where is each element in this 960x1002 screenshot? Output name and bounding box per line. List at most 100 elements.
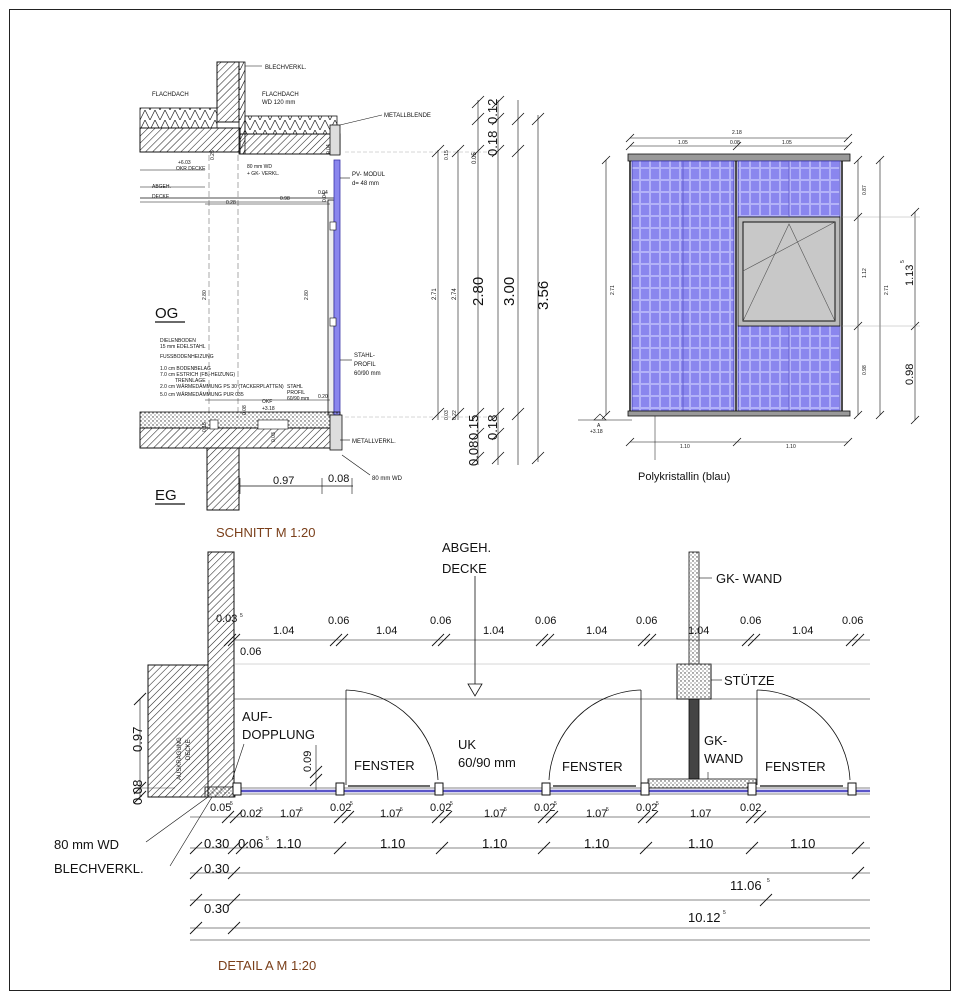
- plan-top-dim-5: 1.04: [483, 625, 504, 637]
- label-blechverkl: BLECHVERKL.: [265, 65, 307, 71]
- row2-6: 1.10: [688, 836, 713, 851]
- elev-r098: 0.98: [862, 365, 868, 375]
- label-stahl-2: PROFIL: [354, 362, 376, 368]
- vdim-280: 2.80: [470, 277, 487, 306]
- plan-top-dim-11: 1.04: [792, 625, 813, 637]
- elev-outer-113-sup: 5: [900, 260, 906, 263]
- plan-top-dim-4: 0.06: [535, 615, 556, 627]
- plan-abgeh-1: ABGEH.: [442, 540, 491, 555]
- row1-0: 0.05: [210, 802, 231, 814]
- label-okf-level: +3.18: [262, 406, 275, 412]
- elev-outer-098: 0.98: [904, 364, 916, 385]
- label-abgeh-2: DECKE: [152, 194, 170, 200]
- label-wd120: WD 120 mm: [262, 100, 295, 106]
- row2-7: 1.10: [790, 836, 815, 851]
- elev-r271: 2.71: [884, 285, 890, 295]
- label-okr-decke: OKR DECKE: [176, 166, 206, 172]
- row1-11: 0.02: [740, 802, 761, 814]
- row1-7-sup: 5: [554, 801, 557, 807]
- plan-top-dim-3: 1.04: [376, 625, 397, 637]
- plan-gk2-1: GK-: [704, 733, 727, 748]
- plan-dim-0035-sup: 5: [240, 613, 243, 619]
- label-gk-verkl: + GK- VERKL.: [247, 171, 279, 177]
- sdim-015: 0.15: [202, 422, 208, 432]
- elev-caption: Polykristallin (blau): [638, 471, 730, 483]
- label-metallblende: METALLBLENDE: [384, 113, 431, 119]
- sdim-028: 0.28: [226, 200, 236, 206]
- vdim-015: 0.15: [466, 415, 481, 440]
- vdim-356: 3.56: [535, 281, 552, 310]
- vdim-018b: 0.18: [485, 415, 500, 440]
- row1-8: 1.07: [586, 808, 607, 820]
- row3-total: 11.06: [730, 878, 762, 893]
- row1-5-sup: 5: [450, 801, 453, 807]
- plan-top-dim-6: 0.06: [636, 615, 657, 627]
- elev-left-271: 2.71: [610, 285, 616, 295]
- elev-r112: 1.12: [862, 268, 868, 278]
- plan-top-dim-9: 1.04: [688, 625, 709, 637]
- vdim-271: 2.71: [432, 288, 438, 300]
- row1-9: 0.02: [636, 802, 657, 814]
- row2-2: 1.10: [276, 836, 301, 851]
- sdim-280a: 2.80: [202, 290, 208, 300]
- dim-097: 0.97: [273, 475, 294, 487]
- plan-labels: ABGEH. DECKE GK- WAND STÜTZE AUF- DOPPLU…: [54, 540, 863, 973]
- plan-gk2-2: WAND: [704, 751, 743, 766]
- sdim-015b: 0.15: [444, 150, 450, 160]
- plan-drawing: [133, 551, 870, 941]
- plan-dim-row-2: 0.30 0.06 5 1.10 1.10 1.10 1.10 1.10 1.1…: [204, 836, 815, 851]
- label-metallverkl: METALLVERKL.: [352, 439, 396, 445]
- row4-a: 0.30: [204, 901, 229, 916]
- sdim-003b: 0.03: [271, 432, 277, 442]
- plan-abgeh-2: DECKE: [442, 561, 487, 576]
- row4-total: 10.12: [688, 910, 721, 925]
- label-wd80: 80 mm WD: [247, 164, 272, 170]
- plan-top-dim-8: 0.06: [740, 615, 761, 627]
- dim-008: 0.08: [328, 473, 349, 485]
- row2-1-sup: 5: [266, 836, 269, 842]
- plan-auf-2: DOPPLUNG: [242, 727, 315, 742]
- sdim-020: 0.20: [318, 394, 328, 400]
- row2-3: 1.10: [380, 836, 405, 851]
- plan-fenster-2: FENSTER: [562, 759, 623, 774]
- plan-stuetze: STÜTZE: [724, 673, 775, 688]
- sdim-025: 0.25: [210, 150, 216, 160]
- floor-build-2: FUSSBODENHEIZUNG: [160, 354, 214, 360]
- row1-2: 1.07: [280, 808, 301, 820]
- elev-bottom-right: 1.10: [786, 444, 796, 450]
- sdim-098: 0.98: [280, 196, 290, 202]
- plan-top-dim-7: 1.04: [586, 625, 607, 637]
- elev-top-right: 1.05: [782, 140, 792, 146]
- floor-build-6: 2.0 cm WÄRMEDÄMMUNG PS 30 (TACKERPLATTEN…: [160, 383, 284, 390]
- vdim-008: 0.08: [466, 441, 481, 466]
- vdim-004: 0.04: [322, 192, 328, 202]
- row3-a: 0.30: [204, 861, 229, 876]
- floor-build-1: 15 mm EDELSTAHL: [160, 344, 206, 350]
- row1-7: 0.02: [534, 802, 555, 814]
- row1-10: 1.07: [690, 808, 711, 820]
- plan-top-dim-2: 0.06: [430, 615, 451, 627]
- elev-r087: 0.87: [862, 185, 868, 195]
- floor-build-7: 5.0 cm WÄRMEDÄMMUNG PUR 035: [160, 391, 244, 398]
- elev-top-left: 1.05: [678, 140, 688, 146]
- plan-top-dim-0: 0.06: [328, 615, 349, 627]
- section-title: SCHNITT M 1:20: [216, 525, 315, 540]
- row1-6-sup: 5: [504, 807, 507, 813]
- plan-dim-0035: 0.03: [216, 613, 237, 625]
- row2-4: 1.10: [482, 836, 507, 851]
- row1-9-sup: 5: [656, 801, 659, 807]
- elev-bottom-left: 1.10: [680, 444, 690, 450]
- plan-dim-row-1: 0.05 5 0.02 5 1.07 5 0.02 5 1.07 5 0.02 …: [210, 801, 761, 820]
- label-wd80-bottom: 80 mm WD: [372, 476, 403, 482]
- row1-1: 0.02: [240, 808, 261, 820]
- label-flachdach-right: FLACHDACH: [262, 92, 299, 98]
- label-okf: OKF: [262, 399, 272, 405]
- drawing-frame: [9, 9, 951, 991]
- plan-top-dim-1: 1.04: [273, 625, 294, 637]
- row4-sup: 5: [723, 910, 726, 916]
- label-pv-1: PV- MODUL: [352, 172, 386, 178]
- plan-blechverkl: BLECHVERKL.: [54, 861, 144, 876]
- floor-build-5: TRENNLAGE: [175, 378, 206, 384]
- plan-fenster-3: FENSTER: [765, 759, 826, 774]
